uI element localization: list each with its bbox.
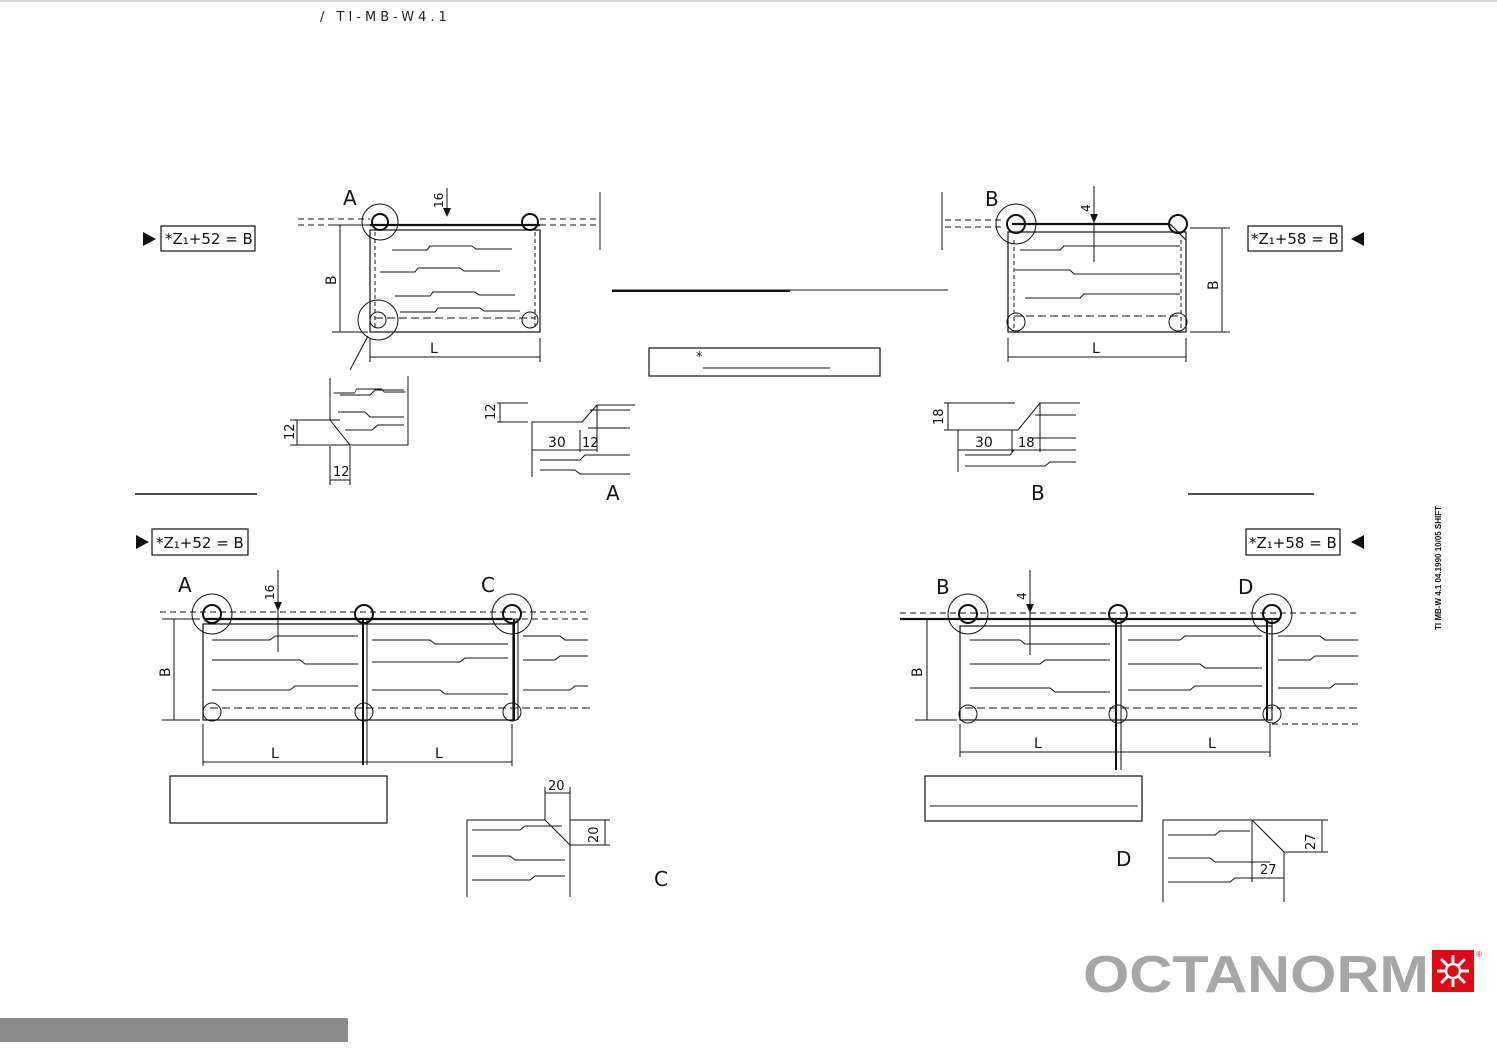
joint-label-b: B — [936, 575, 950, 599]
joint-label-a: A — [343, 186, 357, 210]
detail-notch-left: 12 12 — [283, 376, 409, 485]
panel-top-left: *Z₁+52 = B A 16 B L — [143, 186, 601, 371]
detail-a-v: 12 — [484, 403, 499, 420]
offset-dim: 16 — [432, 193, 446, 208]
note-box-bottom-left — [169, 775, 388, 824]
notch-height-dim: 12 — [283, 423, 298, 440]
formula-box — [1247, 225, 1343, 252]
formula-text: *Z₁+52 = B — [165, 230, 253, 248]
length-dim-1: L — [1034, 736, 1042, 752]
formula-box — [1245, 528, 1341, 556]
notch-width-dim: 12 — [333, 465, 350, 480]
panel-bottom-left: *Z₁+52 = B A C 16 B L L — [136, 528, 590, 824]
height-dim: B — [324, 275, 340, 285]
detail-a-w: 30 — [548, 435, 566, 451]
joint-label-d: D — [1238, 575, 1253, 599]
document-id: / TI-MB-W4.1 — [320, 10, 451, 25]
detail-b-cut: 18 — [1018, 436, 1035, 451]
detail-b: 18 30 18 B — [932, 402, 1080, 505]
detail-c-label: C — [654, 867, 668, 891]
height-dim: B — [158, 667, 174, 677]
arrow-left-icon — [1351, 232, 1364, 246]
offset-dim: 16 — [263, 585, 277, 600]
note-box-center — [648, 347, 881, 377]
joint-label-a: A — [178, 573, 192, 597]
footer-bar — [0, 1018, 348, 1042]
height-dim: B — [910, 667, 926, 677]
joint-label-c: C — [481, 573, 495, 597]
panel-bottom-right: *Z₁+58 = B B D 4 B L L — [900, 528, 1364, 822]
detail-d: 27 27 D — [1116, 819, 1328, 902]
detail-a-label: A — [606, 481, 620, 505]
detail-d-w: 27 — [1260, 863, 1277, 878]
note-asterisk: * — [696, 350, 703, 365]
offset-dim: 4 — [1015, 592, 1029, 600]
formula-text: *Z₁+52 = B — [156, 534, 244, 552]
height-dim: B — [1206, 280, 1222, 290]
length-dim-2: L — [1208, 736, 1216, 752]
arrow-left-icon — [1351, 535, 1364, 549]
detail-a-cut: 12 — [582, 436, 599, 451]
arrow-right-icon — [136, 535, 149, 549]
logo-text: OCTANORM — [1083, 946, 1429, 1004]
arrow-right-icon — [143, 232, 156, 246]
formula-box — [151, 528, 249, 556]
length-dim: L — [1092, 341, 1100, 357]
detail-c: 20 20 C — [466, 779, 668, 897]
note-box-bottom-right — [924, 775, 1143, 822]
detail-c-h: 20 — [587, 826, 602, 843]
length-dim-2: L — [435, 746, 443, 762]
detail-d-label: D — [1116, 847, 1131, 871]
registered-mark: ® — [1476, 950, 1482, 959]
detail-c-w: 20 — [548, 779, 565, 794]
detail-d-h: 27 — [1304, 833, 1319, 850]
length-dim: L — [430, 341, 438, 357]
panel-top-right: B 4 B L *Z₁+58 = B — [941, 186, 1364, 362]
detail-b-v: 18 — [932, 408, 947, 425]
top-rule — [0, 0, 1497, 2]
formula-text: *Z₁+58 = B — [1249, 534, 1337, 552]
offset-dim: 4 — [1079, 204, 1093, 212]
detail-a: 12 30 12 A — [484, 402, 635, 505]
formula-box — [160, 225, 256, 252]
detail-b-label: B — [1031, 481, 1045, 505]
formula-text: *Z₁+58 = B — [1251, 230, 1339, 248]
joint-label-b: B — [985, 187, 999, 211]
detail-b-w: 30 — [975, 435, 993, 451]
length-dim-1: L — [271, 746, 279, 762]
octanorm-logo: OCTANORM ® — [1083, 946, 1482, 1004]
